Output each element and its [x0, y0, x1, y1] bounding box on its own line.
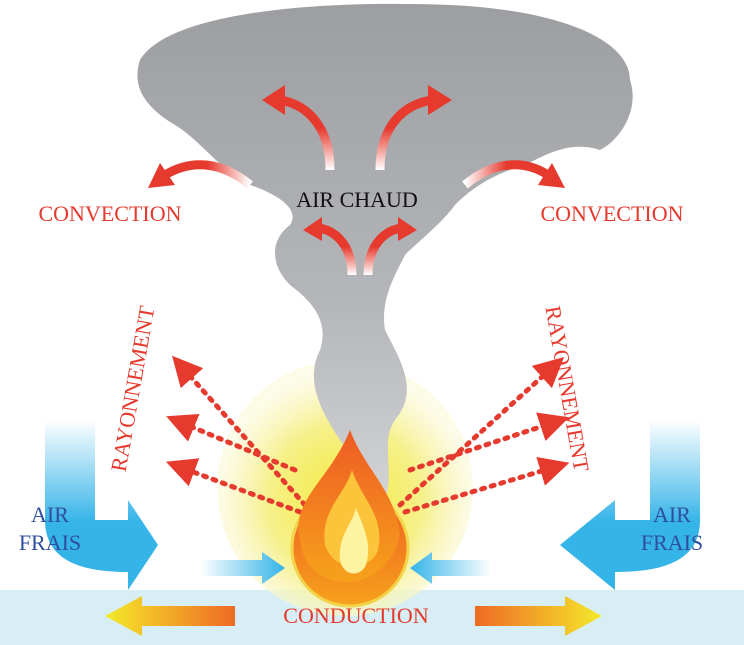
fresh-air-label-left-line1: AIR	[31, 502, 69, 527]
fresh-air-small-arrow-right	[410, 552, 492, 584]
radiation-rays	[165, 355, 570, 515]
fresh-air-arrow-left	[45, 420, 158, 590]
fresh-air-label-left-line2: FRAIS	[19, 530, 81, 555]
radiation-label-right: RAYONNEMENT	[541, 304, 595, 474]
hot-air-label: AIR CHAUD	[296, 187, 418, 212]
fresh-air-label-right-line1: AIR	[653, 502, 691, 527]
convection-label-right: CONVECTION	[541, 201, 684, 226]
convection-label-left: CONVECTION	[39, 201, 182, 226]
conduction-arrow-left	[105, 596, 235, 636]
fresh-air-arrow-right	[560, 420, 700, 590]
conduction-arrow-right	[475, 596, 602, 636]
conduction-label: CONDUCTION	[283, 603, 429, 628]
radiation-label-left: RAYONNEMENT	[106, 303, 160, 473]
flame-icon	[290, 430, 410, 608]
convection-arrows	[148, 85, 565, 276]
fresh-air-small-arrow-left	[200, 552, 285, 584]
fresh-air-label-right-line2: FRAIS	[641, 530, 703, 555]
smoke-cloud	[137, 3, 633, 506]
